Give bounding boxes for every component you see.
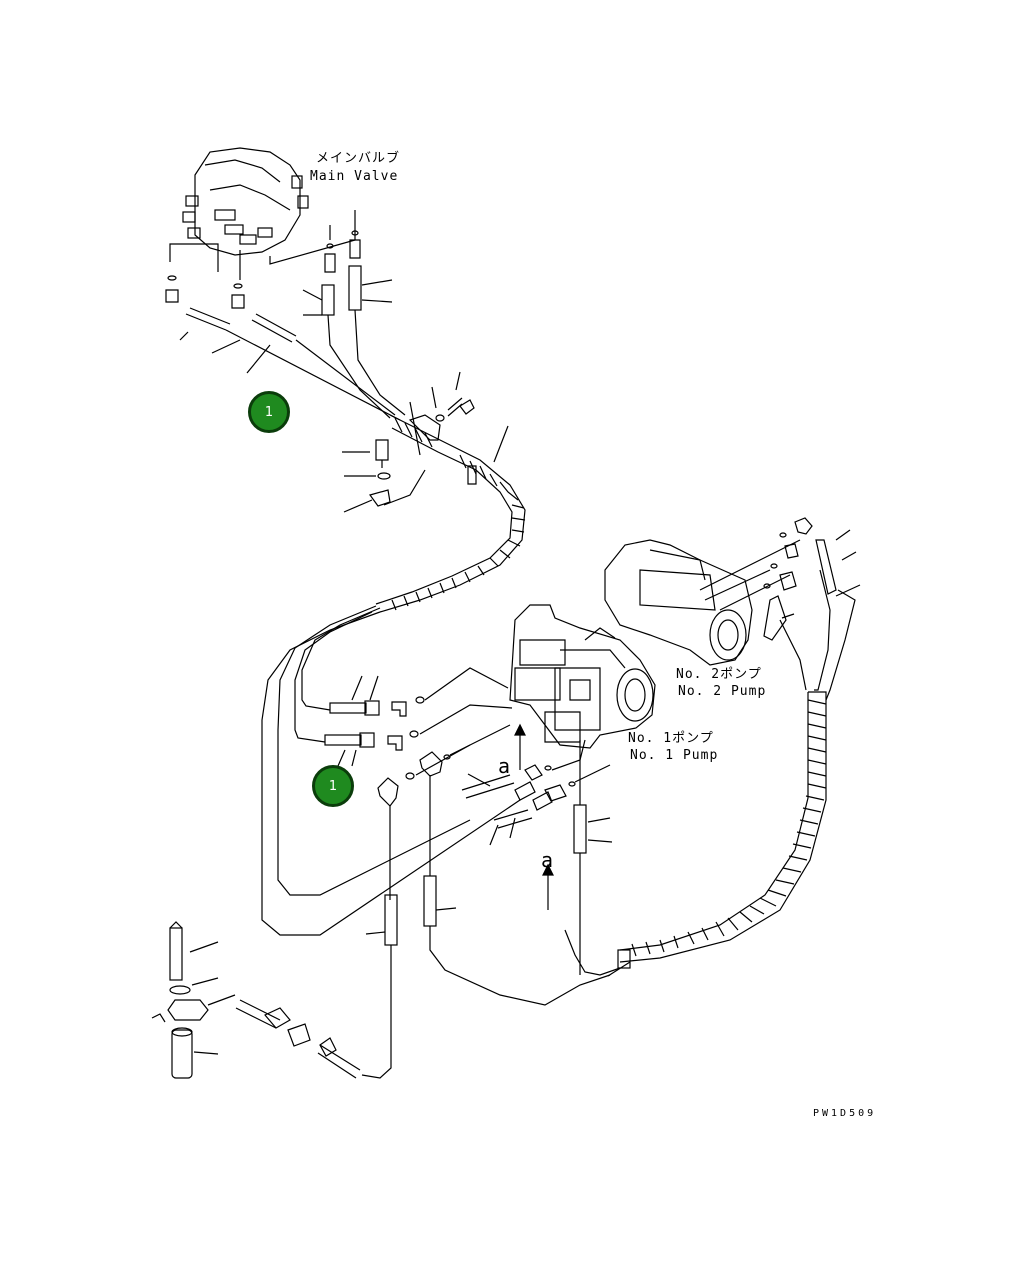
pump-2-label-jp: No. 2ポンプ bbox=[676, 667, 762, 682]
pump1-elbows bbox=[377, 667, 513, 807]
pump-1-label-en: No. 1 Pump bbox=[630, 748, 719, 763]
pump-1-label-jp: No. 1ポンプ bbox=[628, 731, 714, 746]
main-valve-hoses bbox=[179, 265, 406, 421]
lower-pipes bbox=[361, 775, 611, 1079]
main-valve-drawing bbox=[169, 147, 356, 280]
pump-2-label-en: No. 2 Pump bbox=[678, 684, 767, 699]
pump-2-fittings bbox=[763, 517, 861, 701]
spiral-guard-lower bbox=[564, 691, 827, 977]
main-valve-label-en: Main Valve bbox=[310, 169, 399, 184]
reference-arrows bbox=[514, 723, 554, 910]
pump-1-hoses bbox=[461, 739, 613, 975]
pump-1-drawing bbox=[509, 604, 656, 749]
bundle-lines-pump1 bbox=[261, 605, 521, 936]
callout-1-lower[interactable]: 1 bbox=[312, 765, 354, 807]
lower-left-parts bbox=[151, 921, 361, 1079]
main-valve-fittings bbox=[165, 230, 361, 309]
clamp-bolts-upper bbox=[342, 371, 509, 513]
reference-mark-a-upper: a bbox=[498, 754, 511, 778]
spiral-guard-upper bbox=[375, 414, 526, 613]
callout-1-upper[interactable]: 1 bbox=[248, 391, 290, 433]
pump-2-drawing bbox=[604, 539, 801, 666]
main-valve-label-jp: メインバルブ bbox=[316, 151, 401, 166]
drawing-code: PW1D509 bbox=[813, 1108, 877, 1119]
reference-mark-a-lower: a bbox=[541, 848, 554, 872]
